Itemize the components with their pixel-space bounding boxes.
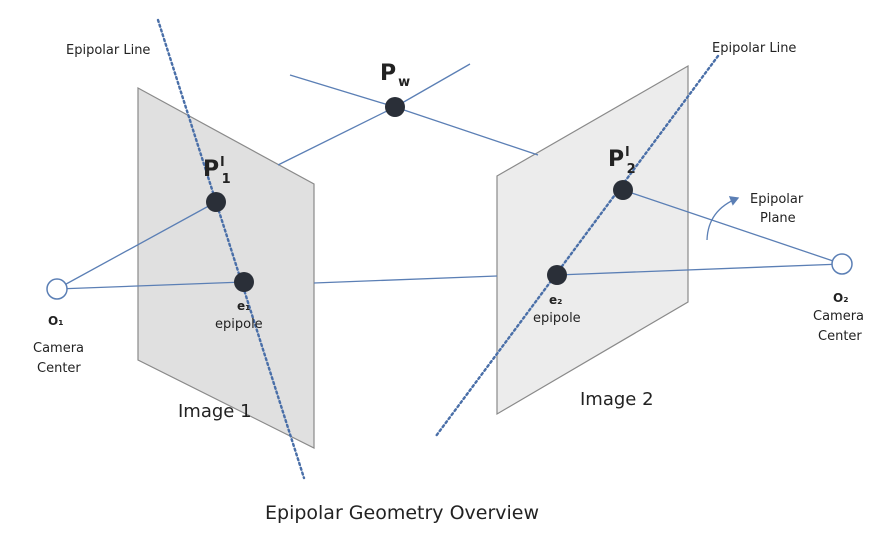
point-e1 bbox=[234, 272, 254, 292]
p1-label-main: P bbox=[203, 157, 219, 182]
epipolar-line-label-left: Epipolar Line bbox=[66, 43, 150, 58]
p2-label-sup: l bbox=[625, 145, 629, 160]
p1-label: Pl 1 bbox=[203, 155, 231, 187]
pw-label-main: P bbox=[380, 61, 396, 86]
o2-center-text: Center bbox=[818, 329, 862, 344]
p1-label-sup: l bbox=[220, 155, 224, 170]
o2-camera-text: Camera bbox=[813, 309, 864, 324]
camera-center-o2 bbox=[831, 253, 853, 275]
image-plane-2 bbox=[496, 64, 689, 416]
o2-label: O₂ bbox=[833, 291, 848, 305]
point-e2 bbox=[547, 265, 567, 285]
e2-label: e₂ bbox=[549, 293, 562, 307]
epipolar-line-2 bbox=[434, 54, 720, 438]
baseline-middle bbox=[313, 275, 498, 284]
ray-pw-right bbox=[394, 106, 539, 156]
point-p1 bbox=[206, 192, 226, 212]
epipolar-plane-arrow bbox=[706, 196, 740, 241]
o1-label: O₁ bbox=[48, 314, 63, 328]
epipolar-plane-label-1: Epipolar bbox=[750, 192, 804, 207]
o1-camera-text: Camera bbox=[33, 341, 84, 356]
point-pw bbox=[385, 97, 405, 117]
ray-o1-p1 bbox=[56, 201, 217, 290]
baseline-right bbox=[556, 263, 843, 276]
o1-center-text: Center bbox=[37, 361, 81, 376]
p2-label: Pl 2 bbox=[608, 145, 636, 177]
p1-label-sub: 1 bbox=[222, 172, 231, 187]
ray-pw-back bbox=[289, 74, 396, 108]
e1-caption: epipole bbox=[215, 317, 263, 332]
epipolar-plane-label-2: Plane bbox=[760, 211, 796, 226]
diagram-title: Epipolar Geometry Overview bbox=[265, 502, 539, 524]
camera-center-o1 bbox=[46, 278, 68, 300]
p2-label-sub: 2 bbox=[627, 162, 636, 177]
p2-label-main: P bbox=[608, 147, 624, 172]
point-p2 bbox=[613, 180, 633, 200]
pw-label-sub: w bbox=[398, 75, 410, 90]
image-plane-1 bbox=[137, 86, 315, 449]
ray-o2-p2 bbox=[622, 189, 843, 265]
epipolar-line-1 bbox=[156, 18, 306, 480]
ray-o1-e1 bbox=[56, 281, 245, 290]
ray-pw-left bbox=[277, 106, 396, 166]
e1-label: e₁ bbox=[237, 299, 250, 313]
ray-pw-upper bbox=[394, 63, 471, 108]
e2-caption: epipole bbox=[533, 311, 581, 326]
image-1-label: Image 1 bbox=[178, 401, 252, 422]
epipolar-line-label-right: Epipolar Line bbox=[712, 41, 796, 56]
image-2-label: Image 2 bbox=[580, 389, 654, 410]
